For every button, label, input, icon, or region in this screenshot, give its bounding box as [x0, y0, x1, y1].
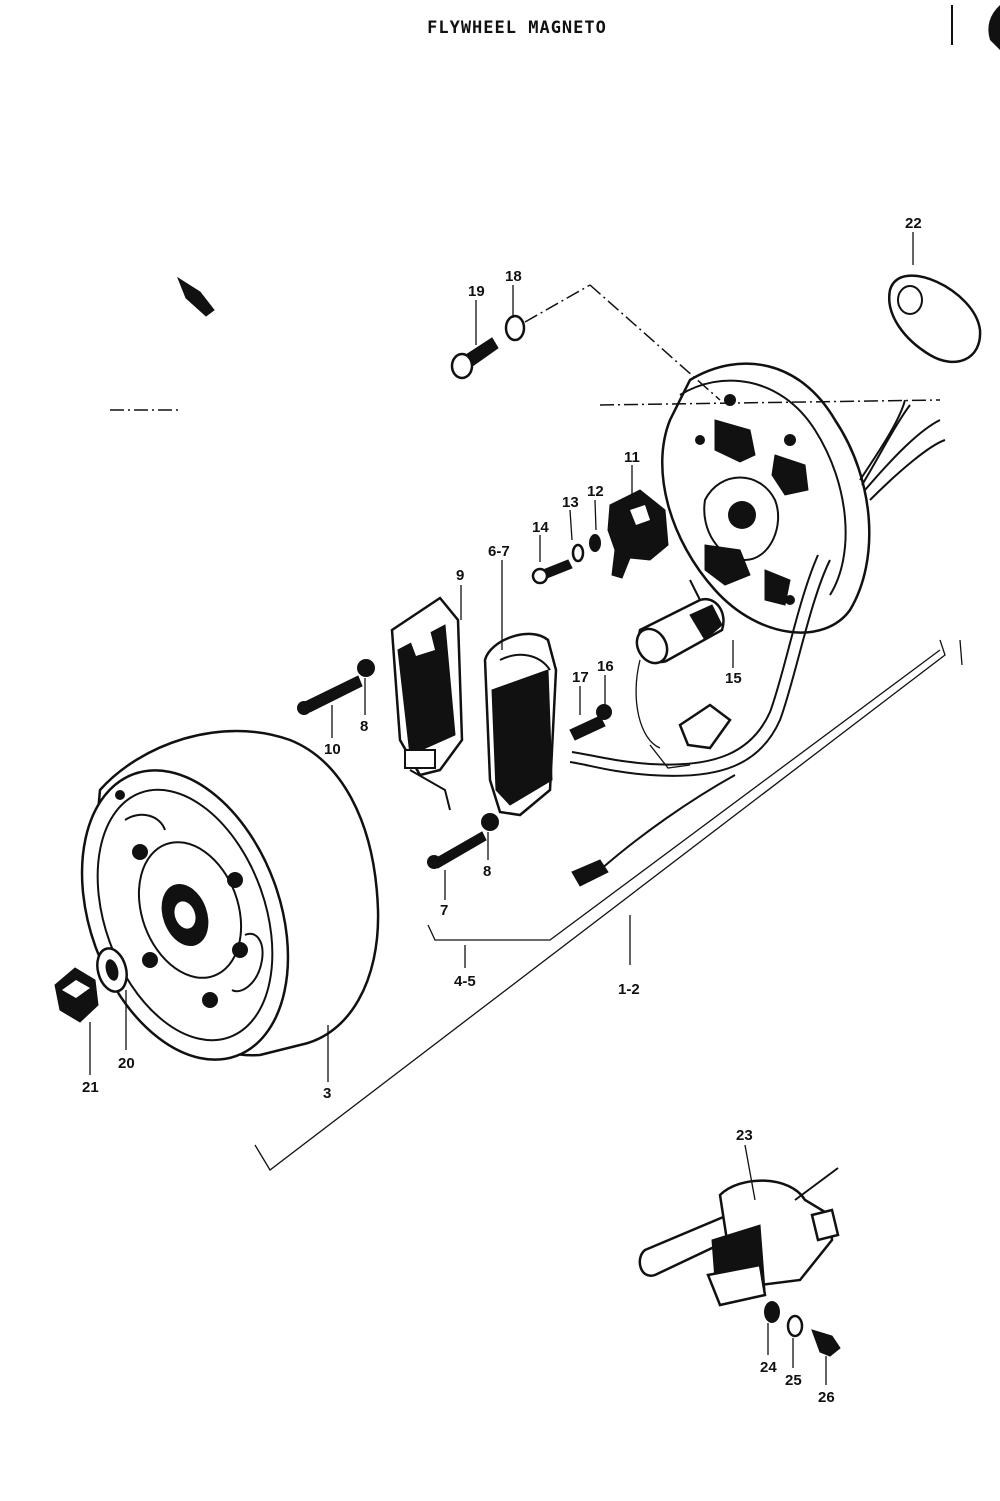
- contact-breaker-point: [607, 489, 669, 579]
- stator-lead-wires: [859, 399, 946, 501]
- callout-15: 15: [725, 670, 742, 687]
- callout-19: 19: [468, 283, 485, 300]
- callout-21: 21: [82, 1079, 99, 1096]
- callout-17: 17: [572, 669, 589, 686]
- coil-mount-hardware: [764, 1301, 841, 1357]
- callout-18: 18: [505, 268, 522, 285]
- lighting-coil: [390, 596, 464, 811]
- callout-12: 12: [587, 483, 604, 500]
- callout-26: 26: [818, 1389, 835, 1406]
- callout-25: 25: [785, 1372, 802, 1389]
- wire-grommet: [887, 274, 982, 364]
- assembly-brackets: [110, 399, 963, 1171]
- callout-8-lower: 8: [483, 863, 491, 880]
- rotor-washer: [96, 947, 128, 993]
- callout-11: 11: [624, 449, 640, 466]
- callout-22: 22: [905, 215, 922, 232]
- plate-screw-set: [450, 284, 721, 401]
- callout-10: 10: [324, 741, 341, 758]
- wire-tag: [678, 703, 732, 750]
- callout-1-2: 1-2: [618, 981, 640, 998]
- callout-16: 16: [597, 658, 614, 675]
- page-edge-mark: [951, 5, 1000, 50]
- leader-lines: [89, 232, 914, 1385]
- callout-13: 13: [562, 494, 579, 511]
- condenser: [635, 579, 725, 665]
- breaker-screw-set: [531, 534, 601, 585]
- callout-9: 9: [456, 567, 464, 584]
- direction-arrow-icon: [176, 276, 215, 317]
- callout-6-7: 6-7: [488, 543, 510, 560]
- ignition-coil: [483, 632, 558, 817]
- high-tension-coil: [638, 1144, 840, 1307]
- callout-23: 23: [736, 1127, 753, 1144]
- callout-7: 7: [440, 902, 448, 919]
- diagram-title: FLYWHEEL MAGNETO: [427, 18, 607, 38]
- harness-cable: [569, 554, 831, 887]
- callout-20: 20: [118, 1055, 135, 1072]
- callout-8-upper: 8: [360, 718, 368, 735]
- flywheel-rotor: [80, 729, 380, 1061]
- stator-base-plate: [661, 362, 871, 634]
- callout-24: 24: [760, 1359, 777, 1376]
- coil-screw-lower: [427, 813, 499, 869]
- coil-screw-set: [569, 704, 612, 741]
- rotor-nut: [54, 967, 99, 1023]
- callout-labels: 19 18 22 11 14 13 12 9 6-7 15 10 8 17 16…: [82, 215, 922, 1406]
- callout-3: 3: [323, 1085, 331, 1102]
- callout-14: 14: [532, 519, 549, 536]
- callout-4-5: 4-5: [454, 973, 476, 990]
- coil-screw-upper: [297, 659, 375, 715]
